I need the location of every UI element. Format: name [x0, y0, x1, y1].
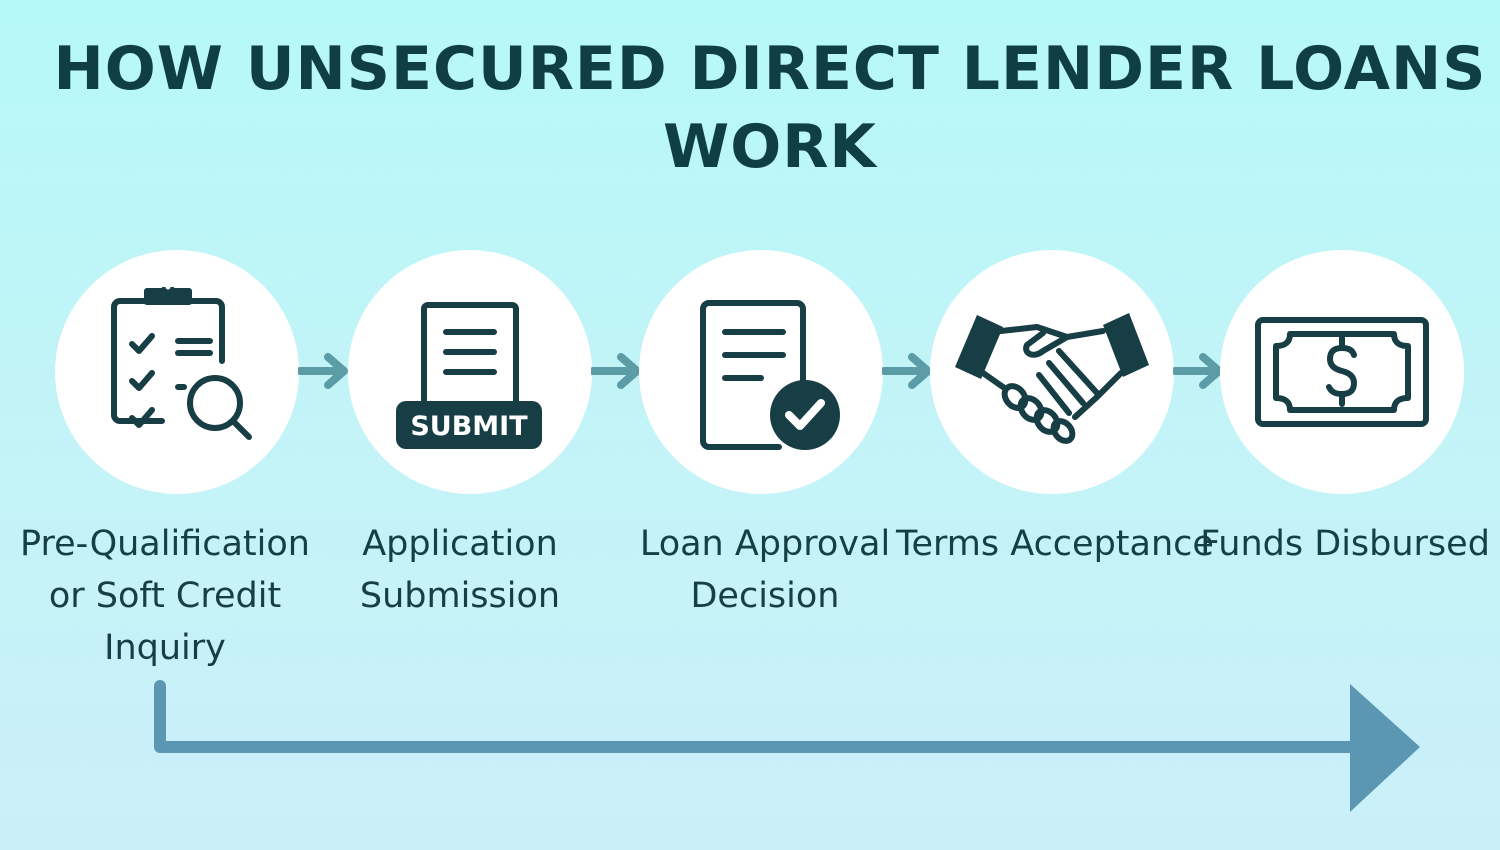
step-label-funds: Funds Disbursed: [1200, 524, 1490, 564]
step-connector-arrow: [1171, 349, 1225, 393]
page-title: HOW UNSECURED DIRECT LENDER LOANS WORK: [53, 34, 1487, 182]
step-connector-arrow: [589, 349, 643, 393]
step-circle-terms: [930, 250, 1174, 494]
step-circle-prequalification: [55, 250, 299, 494]
submit-label: SUBMIT: [410, 411, 528, 442]
dollar-bill-icon: [1255, 317, 1429, 427]
step-circle-funds: [1220, 250, 1464, 494]
clipboard-checklist-magnifier-icon: [111, 287, 252, 440]
step-label-prequalification: Pre-Qualification or Soft Credit Inquiry: [20, 524, 310, 668]
step-connector-arrow: [296, 349, 350, 393]
step-label-approval: Loan Approval Decision: [639, 524, 891, 616]
step-connector-arrow: [880, 349, 934, 393]
document-approved-check-icon: [700, 300, 840, 450]
step-circle-application: SUBMIT: [348, 250, 592, 494]
step-circle-approval: [639, 250, 883, 494]
step-label-application: Application Submission: [359, 524, 561, 616]
handshake-icon: [955, 313, 1149, 444]
submit-document-icon: SUBMIT: [396, 302, 542, 449]
step-label-terms: Terms Acceptance: [896, 524, 1214, 564]
